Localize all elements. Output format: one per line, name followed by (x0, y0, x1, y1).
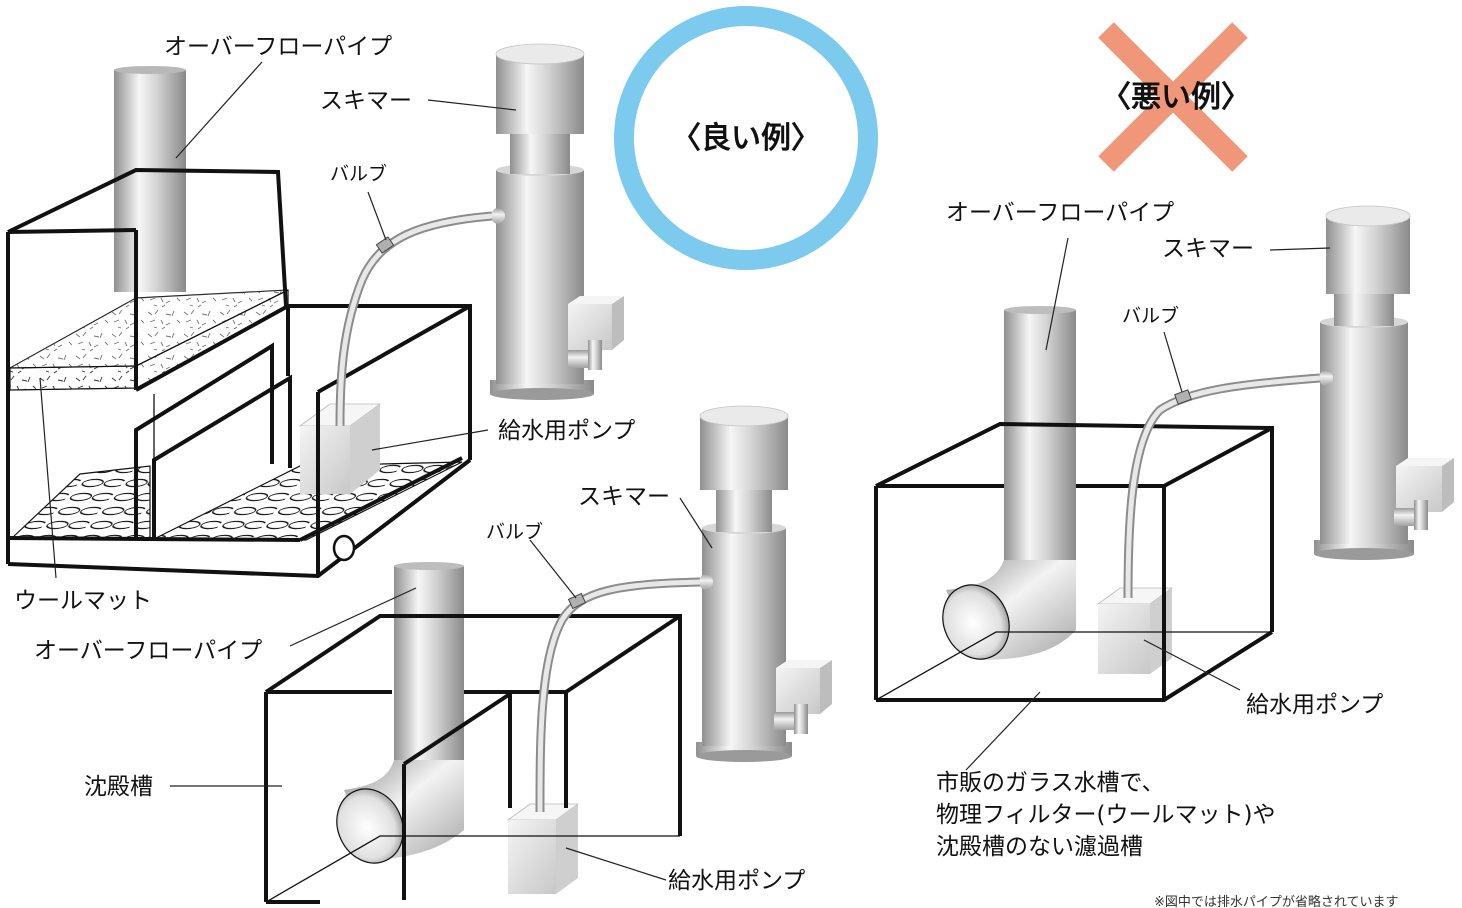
skimmer-bottom (696, 405, 832, 762)
sump-filter-top (6, 66, 472, 579)
caption-line-1: 市販のガラス水槽で、 (936, 770, 1165, 796)
overflow-pipe-top (114, 70, 186, 292)
label-valve-top: バルブ (330, 162, 387, 185)
cross-icon (1098, 22, 1248, 172)
label-wool-mat: ウールマット (14, 588, 152, 614)
label-skimmer-bad: スキマー (1162, 236, 1254, 262)
leader-lines (39, 61, 1331, 881)
label-settling-tank: 沈殿槽 (84, 774, 153, 800)
footnote: ※図中では排水パイプが省略されています (1154, 894, 1399, 908)
pipe-outlet-bad (942, 584, 1010, 660)
skimmer-top (490, 43, 624, 400)
caption-line-2: 物理フィルター(ウールマット)や (936, 802, 1276, 828)
valve-bad-icon (1174, 389, 1192, 405)
feed-pump-bottom (506, 803, 580, 894)
perforated-plate-left (10, 465, 151, 539)
skimmer-bad (1314, 205, 1454, 560)
label-pump-bad: 給水用ポンプ (1246, 692, 1383, 718)
good-title: 〈良い例〉 (671, 121, 821, 156)
labels: オーバーフローパイプ スキマー バルブ 給水用ポンプ ウールマット オーバーフロ… (14, 34, 1399, 908)
glass-tank-bad (874, 306, 1274, 702)
label-overflow-pipe-top: オーバーフローパイプ (164, 34, 392, 60)
label-pump-top: 給水用ポンプ (498, 418, 635, 444)
label-overflow-pipe-bad: オーバーフローパイプ (946, 200, 1174, 226)
label-pump-bottom: 給水用ポンプ (668, 868, 805, 894)
label-valve-bad: バルブ (1122, 304, 1179, 327)
bad-title: 〈悪い例〉 (1101, 80, 1251, 115)
label-skimmer-bottom: スキマー (578, 484, 670, 510)
pipe-outlet (336, 788, 404, 864)
label-skimmer-top: スキマー (320, 88, 412, 114)
label-overflow-pipe-bottom: オーバーフローパイプ (34, 638, 262, 664)
good-ring-icon (614, 6, 878, 270)
drain-hole (332, 534, 356, 562)
settling-tank-bottom (264, 562, 682, 904)
sump-outline (6, 167, 472, 579)
bad-mark: 〈悪い例〉 (1098, 22, 1251, 172)
caption-line-3: 沈殿槽のない濾過槽 (936, 834, 1143, 860)
label-valve-bottom: バルブ (486, 520, 543, 543)
good-mark: 〈良い例〉 (614, 6, 878, 270)
valve-top-icon (375, 236, 395, 254)
feed-pump-bad (1096, 587, 1174, 674)
